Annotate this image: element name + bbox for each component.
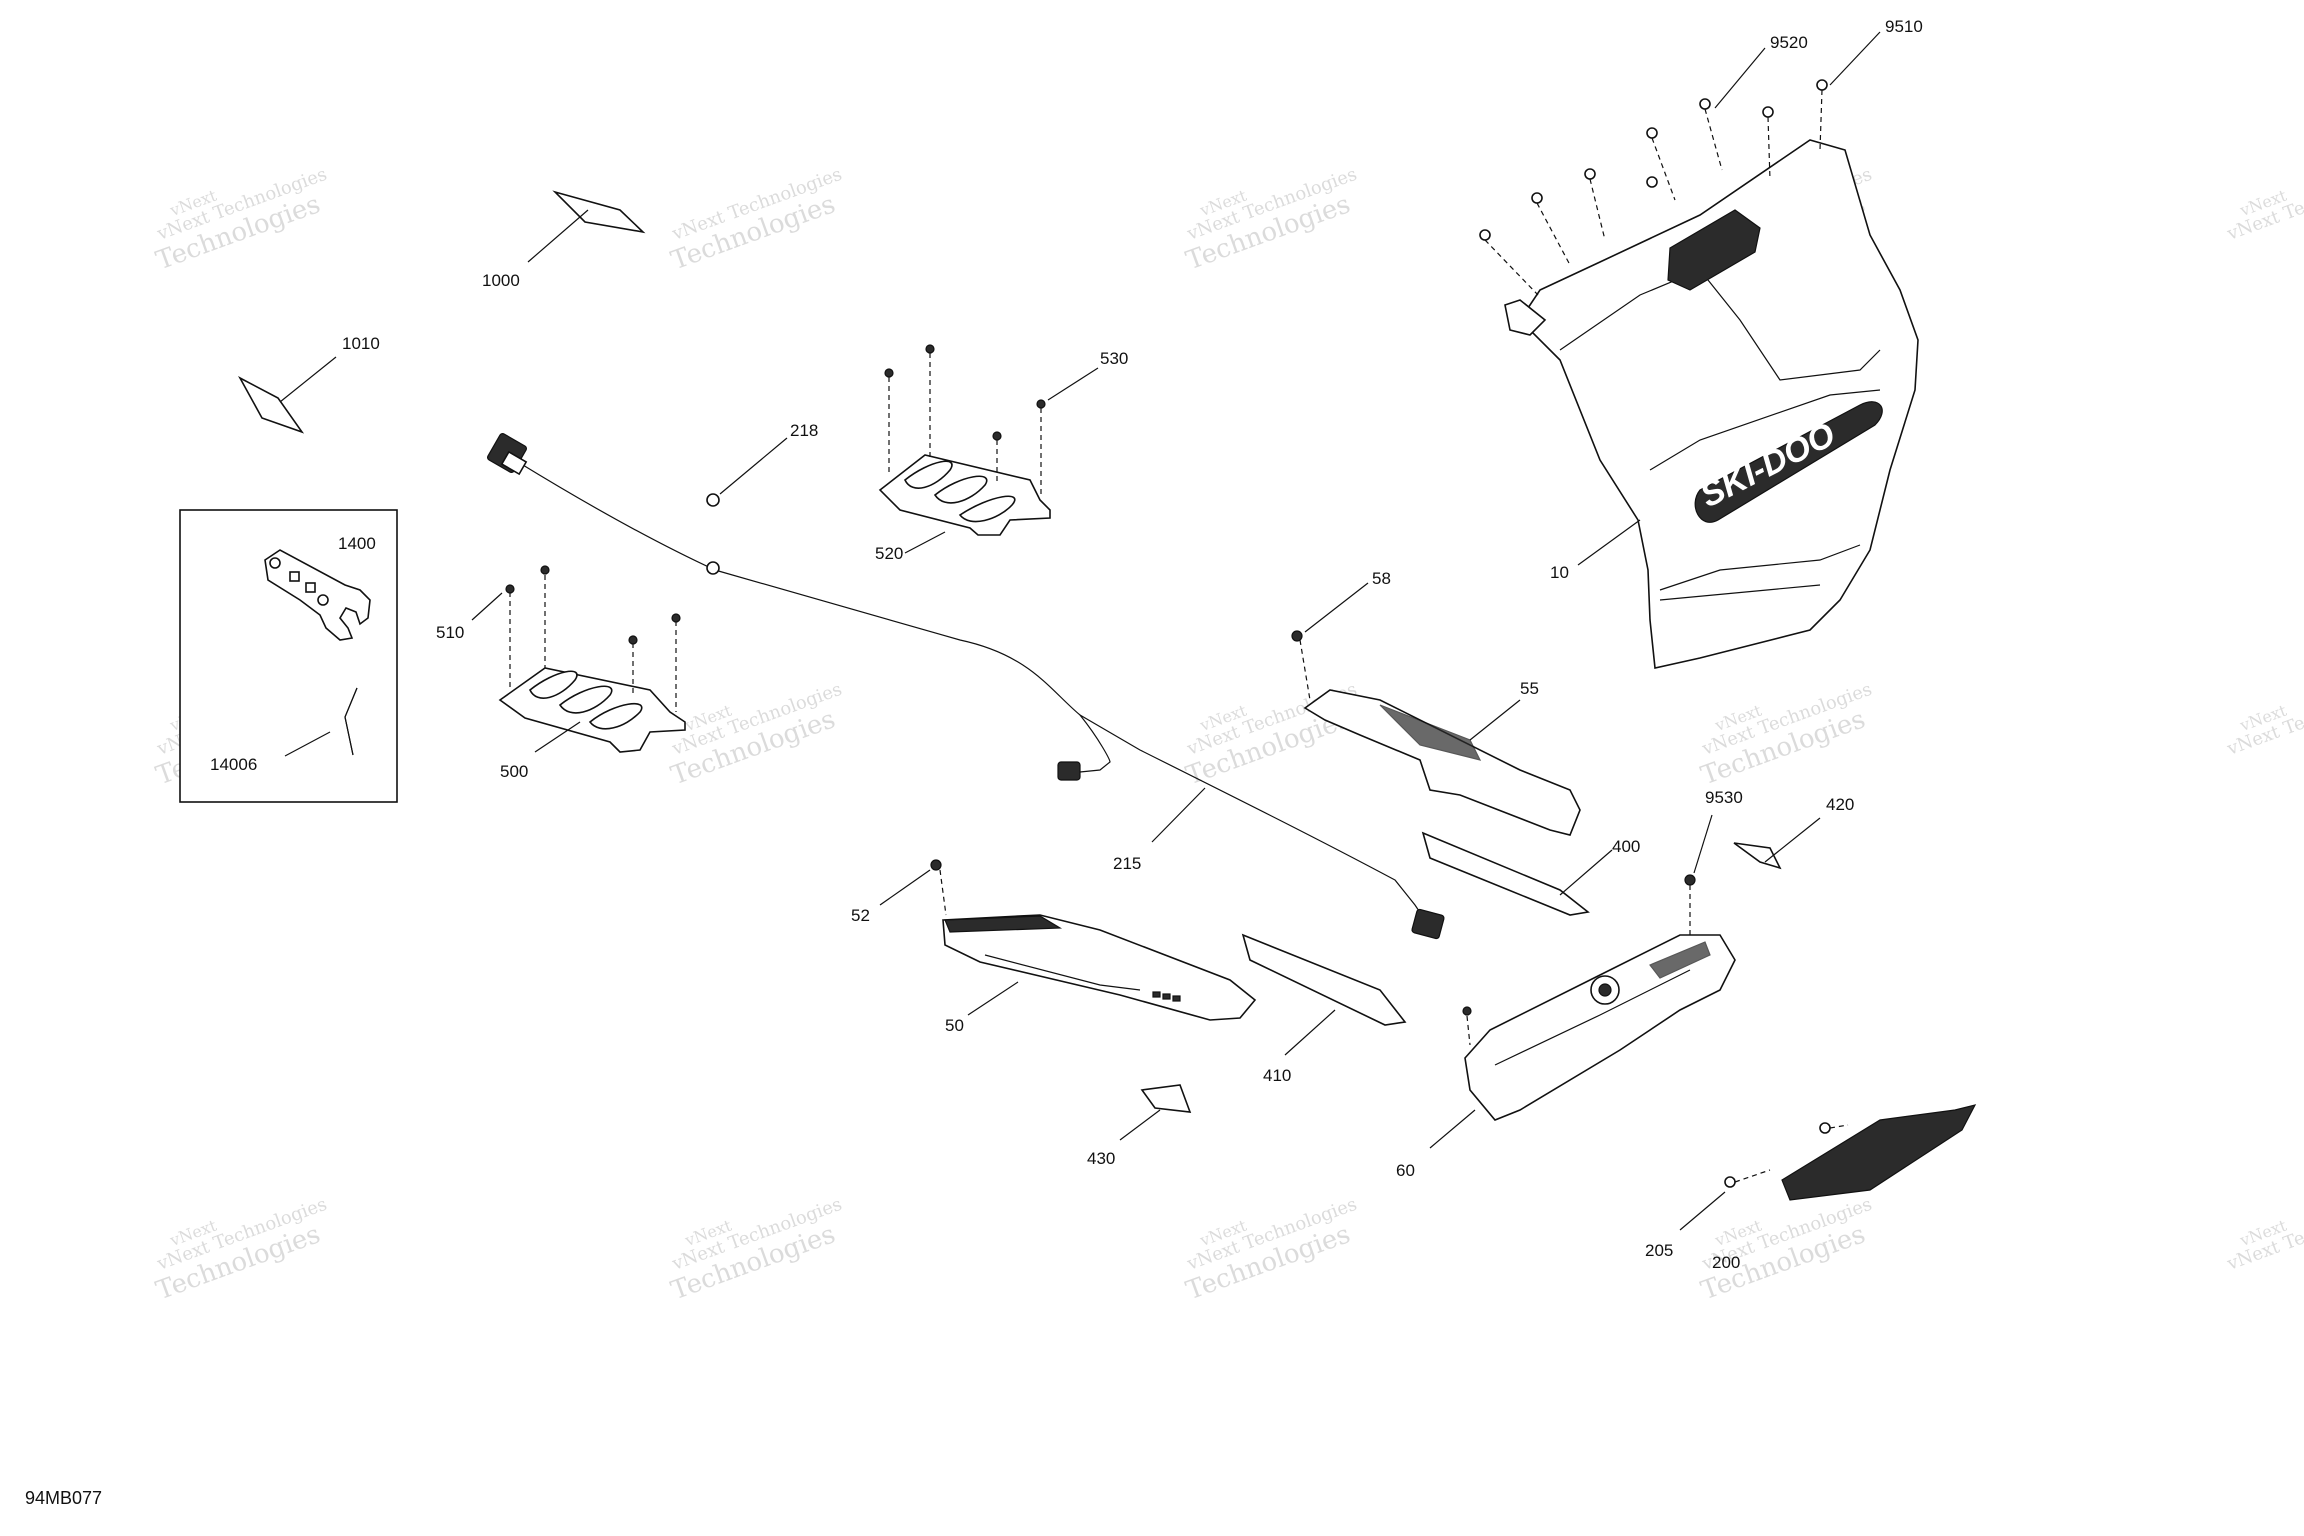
callout-215: 215 xyxy=(1113,854,1141,873)
watermark-tile: vNext vNext Technologies Technologies xyxy=(1697,1194,1874,1307)
part-218-clip[interactable]: 218 xyxy=(706,421,818,507)
part-50-side-panel[interactable]: 50 xyxy=(942,914,1257,1035)
watermark-tile: vNext vNext Technologies Technologies xyxy=(152,1194,329,1307)
callout-1010: 1010 xyxy=(342,334,380,353)
callout-420: 420 xyxy=(1826,795,1854,814)
hood-fasteners xyxy=(1479,79,1828,296)
part-430-decal[interactable]: 430 xyxy=(1087,1084,1192,1168)
watermark-tile: vNext vNext Technologies xyxy=(2224,164,2304,245)
part-500-plate[interactable]: 500 510 xyxy=(436,565,686,781)
watermark-tile: vNext vNext Technologies xyxy=(2224,1194,2304,1275)
callout-10: 10 xyxy=(1550,563,1569,582)
callout-50: 50 xyxy=(945,1016,964,1035)
watermark-tile: vNext vNext Technologies Technologies xyxy=(152,164,329,277)
part-215-harness[interactable]: 215 218 xyxy=(487,421,1445,940)
part-58-screw[interactable]: 58 xyxy=(1291,569,1391,701)
watermark-layer: vNext vNext Technologies Technologies vN… xyxy=(152,164,2304,1307)
diagram-code: 94MB077 xyxy=(25,1488,102,1508)
part-14006-hex-key[interactable]: 14006 xyxy=(210,687,358,774)
part-200-grille[interactable]: 200 xyxy=(1712,1104,1977,1272)
part-1000-decal[interactable]: 1000 xyxy=(482,190,646,290)
part-1400-wrench[interactable]: 1400 xyxy=(264,534,376,641)
callout-500: 500 xyxy=(500,762,528,781)
part-530-screw[interactable]: 530 xyxy=(1047,349,1128,401)
callout-218: 218 xyxy=(790,421,818,440)
callout-1400: 1400 xyxy=(338,534,376,553)
callout-55: 55 xyxy=(1520,679,1539,698)
part-9530-screw[interactable]: 9530 xyxy=(1684,788,1743,935)
watermark-tile: vNext vNext Technologies Technologies xyxy=(1697,679,1874,792)
tool-kit-box[interactable]: 1400 14006 xyxy=(179,509,398,803)
watermark-tile: vNext vNext Technologies xyxy=(2224,679,2304,760)
part-400-decal[interactable]: 400 xyxy=(1421,831,1640,916)
part-10-hood[interactable]: SKI-DOO 10 9520 9510 xyxy=(1479,17,1923,669)
watermark-tile: vNext vNext Technologies Technologies xyxy=(1182,1194,1359,1307)
callout-58: 58 xyxy=(1372,569,1391,588)
part-410-decal[interactable]: 410 xyxy=(1241,933,1407,1085)
part-9520-nut[interactable]: 9520 xyxy=(1714,33,1808,109)
part-520-plate[interactable]: 520 530 xyxy=(875,344,1128,563)
part-55-side-panel[interactable]: 55 xyxy=(1303,679,1581,836)
callout-205: 205 xyxy=(1645,1241,1673,1260)
callout-430: 430 xyxy=(1087,1149,1115,1168)
callout-520: 520 xyxy=(875,544,903,563)
watermark-tile: vNext vNext Technologies Technologies xyxy=(1182,164,1359,277)
part-1010-decal[interactable]: 1010 xyxy=(238,334,380,434)
callout-9520: 9520 xyxy=(1770,33,1808,52)
callout-14006: 14006 xyxy=(210,755,257,774)
hood-vent-grille xyxy=(1667,209,1761,291)
watermark-tile: vNext vNext Technologies Technologies xyxy=(667,1194,844,1307)
callout-60: 60 xyxy=(1396,1161,1415,1180)
callout-400: 400 xyxy=(1612,837,1640,856)
watermark-tile: vNext Technologies Technologies xyxy=(667,164,844,277)
part-9510-nut[interactable]: 9510 xyxy=(1829,17,1923,86)
callout-510: 510 xyxy=(436,623,464,642)
part-60-side-panel[interactable]: 60 xyxy=(1396,934,1736,1180)
part-510-screw[interactable]: 510 xyxy=(436,592,503,642)
callout-1000: 1000 xyxy=(482,271,520,290)
part-205-screw[interactable]: 205 xyxy=(1645,1122,1849,1260)
callout-200: 200 xyxy=(1712,1253,1740,1272)
callout-530: 530 xyxy=(1100,349,1128,368)
callout-410: 410 xyxy=(1263,1066,1291,1085)
part-420-decal[interactable]: 420 xyxy=(1733,795,1854,870)
callout-9530: 9530 xyxy=(1705,788,1743,807)
callout-9510: 9510 xyxy=(1885,17,1923,36)
callout-52: 52 xyxy=(851,906,870,925)
part-52-screw[interactable]: 52 xyxy=(851,859,947,925)
